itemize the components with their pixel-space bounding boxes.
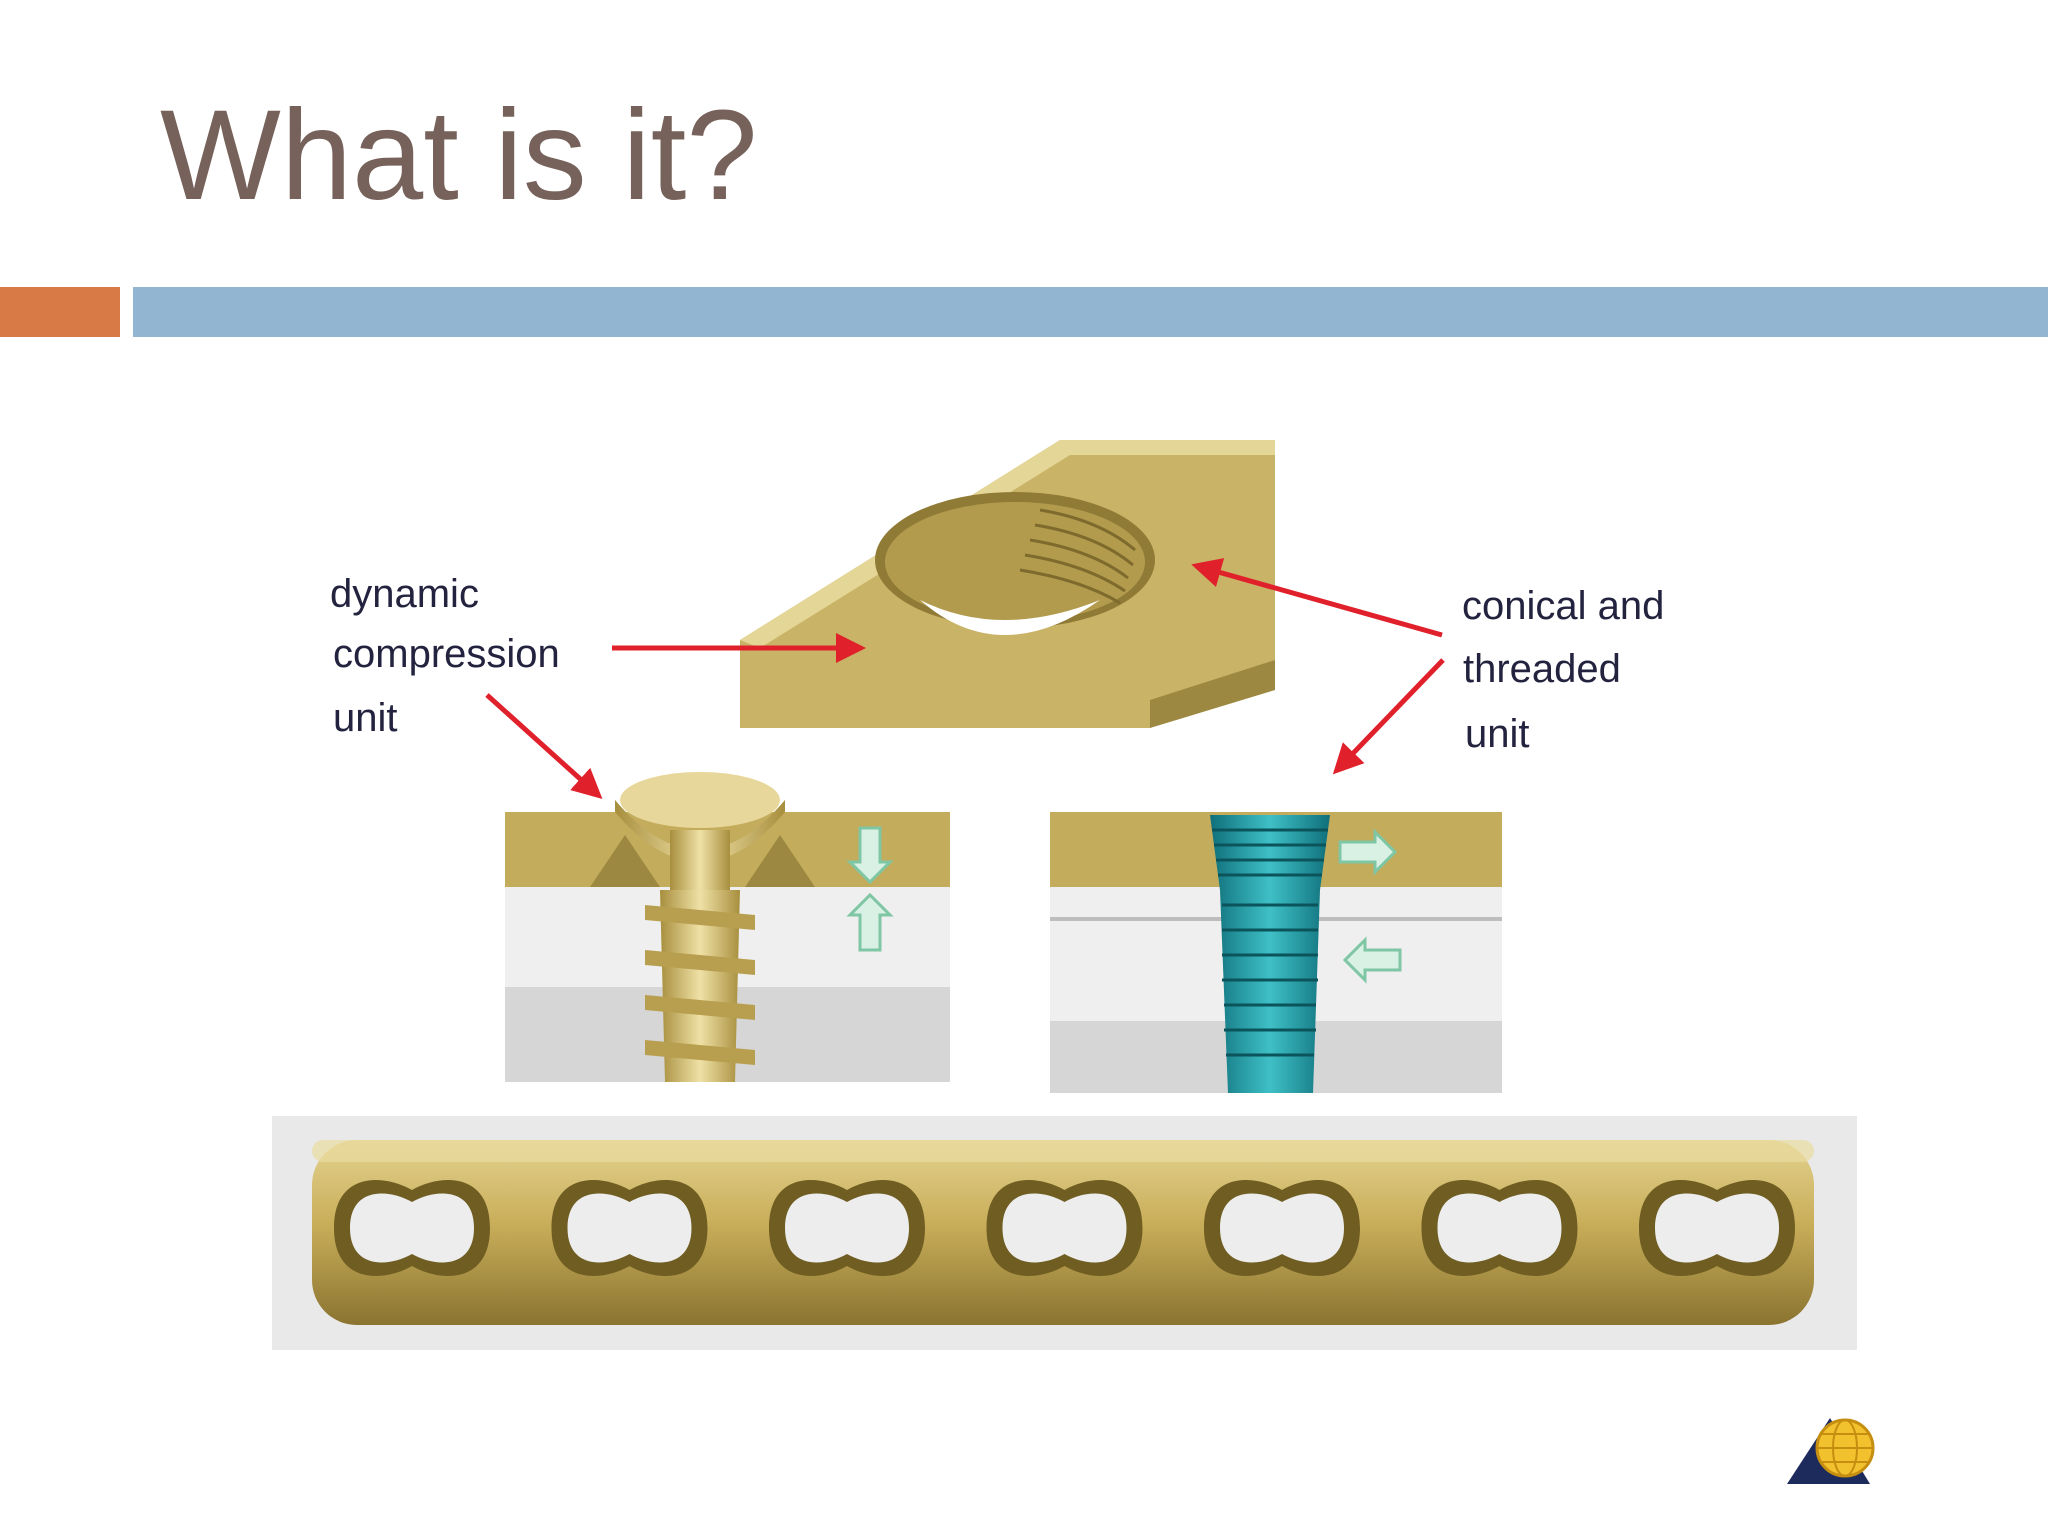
dynamic-compression-unit-label: dynamic compression unit bbox=[330, 572, 560, 740]
plate-hole bbox=[1639, 1180, 1795, 1276]
plate-combi-holes bbox=[334, 1180, 1795, 1276]
svg-text:dynamic: dynamic bbox=[330, 572, 479, 616]
locking-screw-cross-section bbox=[1050, 812, 1502, 1093]
title-divider-bar bbox=[133, 287, 2048, 337]
svg-text:compression: compression bbox=[333, 632, 560, 676]
plate-hole bbox=[551, 1180, 708, 1276]
plate-hole bbox=[334, 1180, 490, 1276]
title-accent-bar bbox=[0, 287, 120, 337]
svg-text:threaded: threaded bbox=[1463, 647, 1621, 691]
svg-text:unit: unit bbox=[333, 696, 398, 740]
plate-hole bbox=[1421, 1180, 1578, 1276]
svg-text:unit: unit bbox=[1465, 712, 1530, 756]
plate-hole bbox=[769, 1180, 925, 1276]
locking-compression-plate bbox=[272, 1116, 1857, 1350]
svg-text:conical and: conical and bbox=[1462, 584, 1664, 628]
plate-hole bbox=[986, 1180, 1143, 1276]
conical-threaded-unit-label: conical and threaded unit bbox=[1462, 584, 1664, 756]
slide-title: What is it? bbox=[160, 84, 758, 227]
combi-hole-plate-segment bbox=[740, 440, 1275, 728]
compression-screw-cross-section bbox=[505, 772, 950, 1082]
ao-foundation-logo-icon bbox=[1787, 1418, 1875, 1484]
plate-hole bbox=[1204, 1180, 1360, 1276]
annotation-arrows bbox=[485, 558, 1445, 800]
